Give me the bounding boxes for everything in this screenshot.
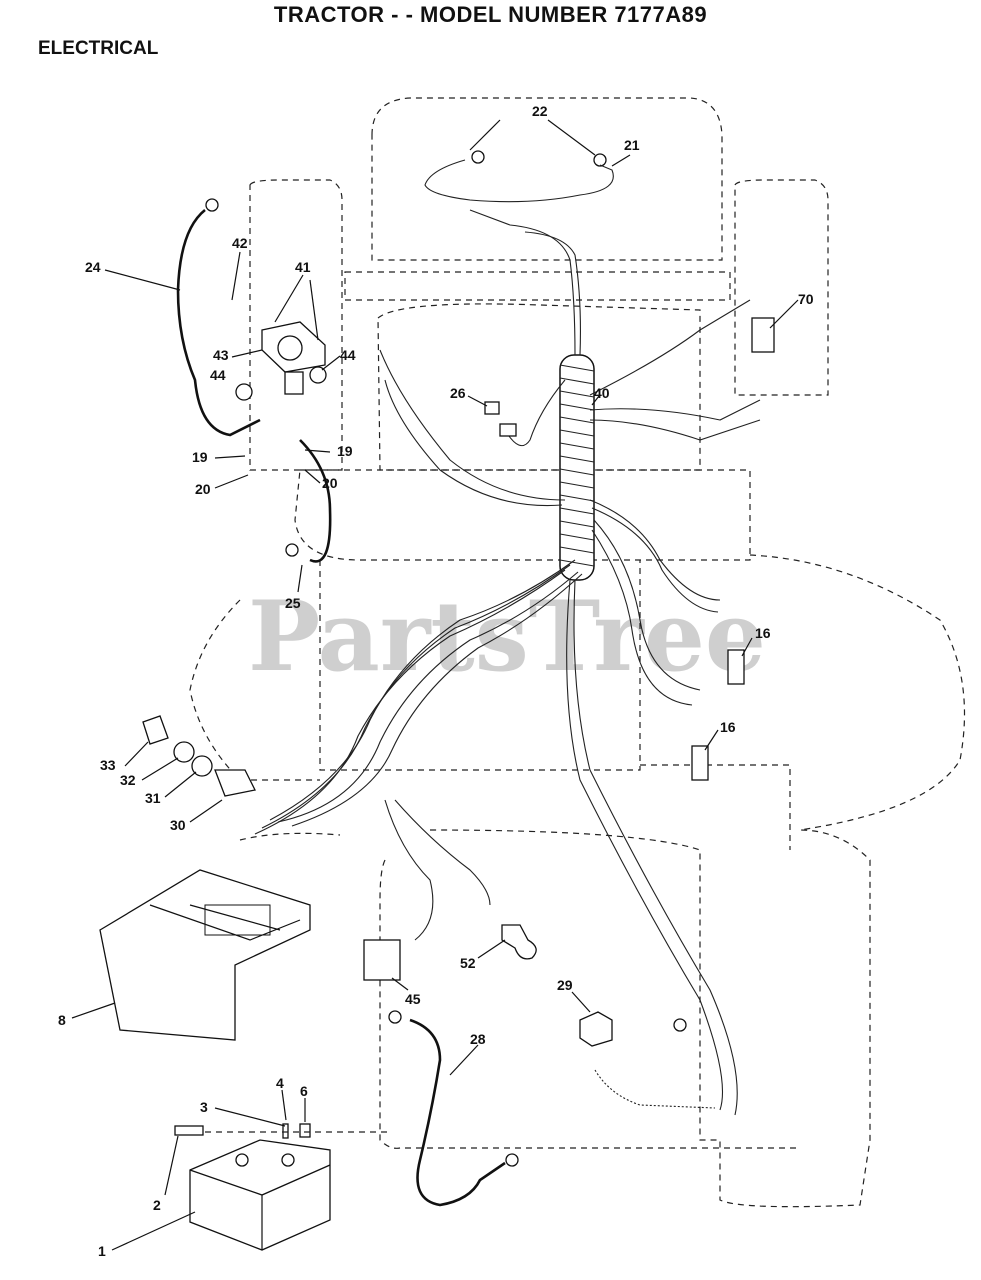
connector-16-upper xyxy=(727,649,745,685)
tractor-outline xyxy=(189,97,966,1208)
page-title: TRACTOR - - MODEL NUMBER 7177A89 xyxy=(273,2,708,27)
connector-70 xyxy=(751,317,775,353)
connector-16-lower xyxy=(691,745,709,781)
parts xyxy=(99,150,775,1251)
headlight-right xyxy=(593,153,607,167)
fuse-52 xyxy=(501,924,537,960)
headlight-harness xyxy=(424,159,614,203)
hour-meter-45 xyxy=(363,939,401,981)
callout-44-left: 44 xyxy=(210,367,226,383)
nut xyxy=(299,1123,311,1138)
callout-33: 33 xyxy=(100,757,116,773)
seat-coil xyxy=(594,1069,716,1109)
ring-terminal-28a xyxy=(388,1010,402,1024)
ring-terminal-29 xyxy=(673,1018,687,1032)
callout-1: 1 xyxy=(98,1243,106,1259)
callout-26: 26 xyxy=(450,385,466,401)
callout-29: 29 xyxy=(557,977,573,993)
seat-switch-29 xyxy=(579,1011,613,1047)
callout-24: 24 xyxy=(85,259,101,275)
callout-40: 40 xyxy=(594,385,610,401)
cable-24 xyxy=(176,208,261,437)
callout-labels: 1 2 3 4 6 8 16 16 19 19 20 20 21 22 24 2… xyxy=(58,103,814,1259)
callout-19-left: 19 xyxy=(192,449,208,465)
ignition-switch xyxy=(142,715,256,797)
callout-52: 52 xyxy=(460,955,476,971)
ring-terminal-25 xyxy=(285,543,299,557)
callout-19-right: 19 xyxy=(337,443,353,459)
callout-21: 21 xyxy=(624,137,640,153)
callout-20-right: 20 xyxy=(322,475,338,491)
bolt xyxy=(174,1125,204,1136)
callout-32: 32 xyxy=(120,772,136,788)
battery-tray xyxy=(99,869,311,1041)
leader-lines xyxy=(71,119,799,1251)
washer xyxy=(282,1123,289,1139)
callout-70: 70 xyxy=(798,291,814,307)
callout-25: 25 xyxy=(285,595,301,611)
callout-31: 31 xyxy=(145,790,161,806)
callout-22: 22 xyxy=(532,103,548,119)
battery xyxy=(189,1139,331,1251)
headlight-left xyxy=(471,150,485,164)
ring-terminal-24 xyxy=(205,198,219,212)
callout-4: 4 xyxy=(276,1075,284,1091)
ring-terminal-28b xyxy=(505,1153,519,1167)
callout-2: 2 xyxy=(153,1197,161,1213)
callout-28: 28 xyxy=(470,1031,486,1047)
cable-28 xyxy=(409,1018,506,1207)
connector-26-b xyxy=(499,423,517,437)
cable-25 xyxy=(299,439,332,563)
connector-26 xyxy=(484,401,500,415)
callout-16-lower: 16 xyxy=(720,719,736,735)
section-title: ELECTRICAL xyxy=(38,38,159,59)
callout-44-right: 44 xyxy=(340,347,356,363)
cables xyxy=(176,208,506,1207)
callout-16-upper: 16 xyxy=(755,625,771,641)
callout-41: 41 xyxy=(295,259,311,275)
callout-30: 30 xyxy=(170,817,186,833)
callout-3: 3 xyxy=(200,1099,208,1115)
callout-6: 6 xyxy=(300,1083,308,1099)
callout-20-left: 20 xyxy=(195,481,211,497)
callout-45: 45 xyxy=(405,991,421,1007)
watermark: PartsTree xyxy=(248,580,766,693)
harness-wires xyxy=(254,209,761,1116)
callout-43: 43 xyxy=(213,347,229,363)
callout-42: 42 xyxy=(232,235,248,251)
harness-coil xyxy=(559,354,595,581)
callout-8: 8 xyxy=(58,1012,66,1028)
